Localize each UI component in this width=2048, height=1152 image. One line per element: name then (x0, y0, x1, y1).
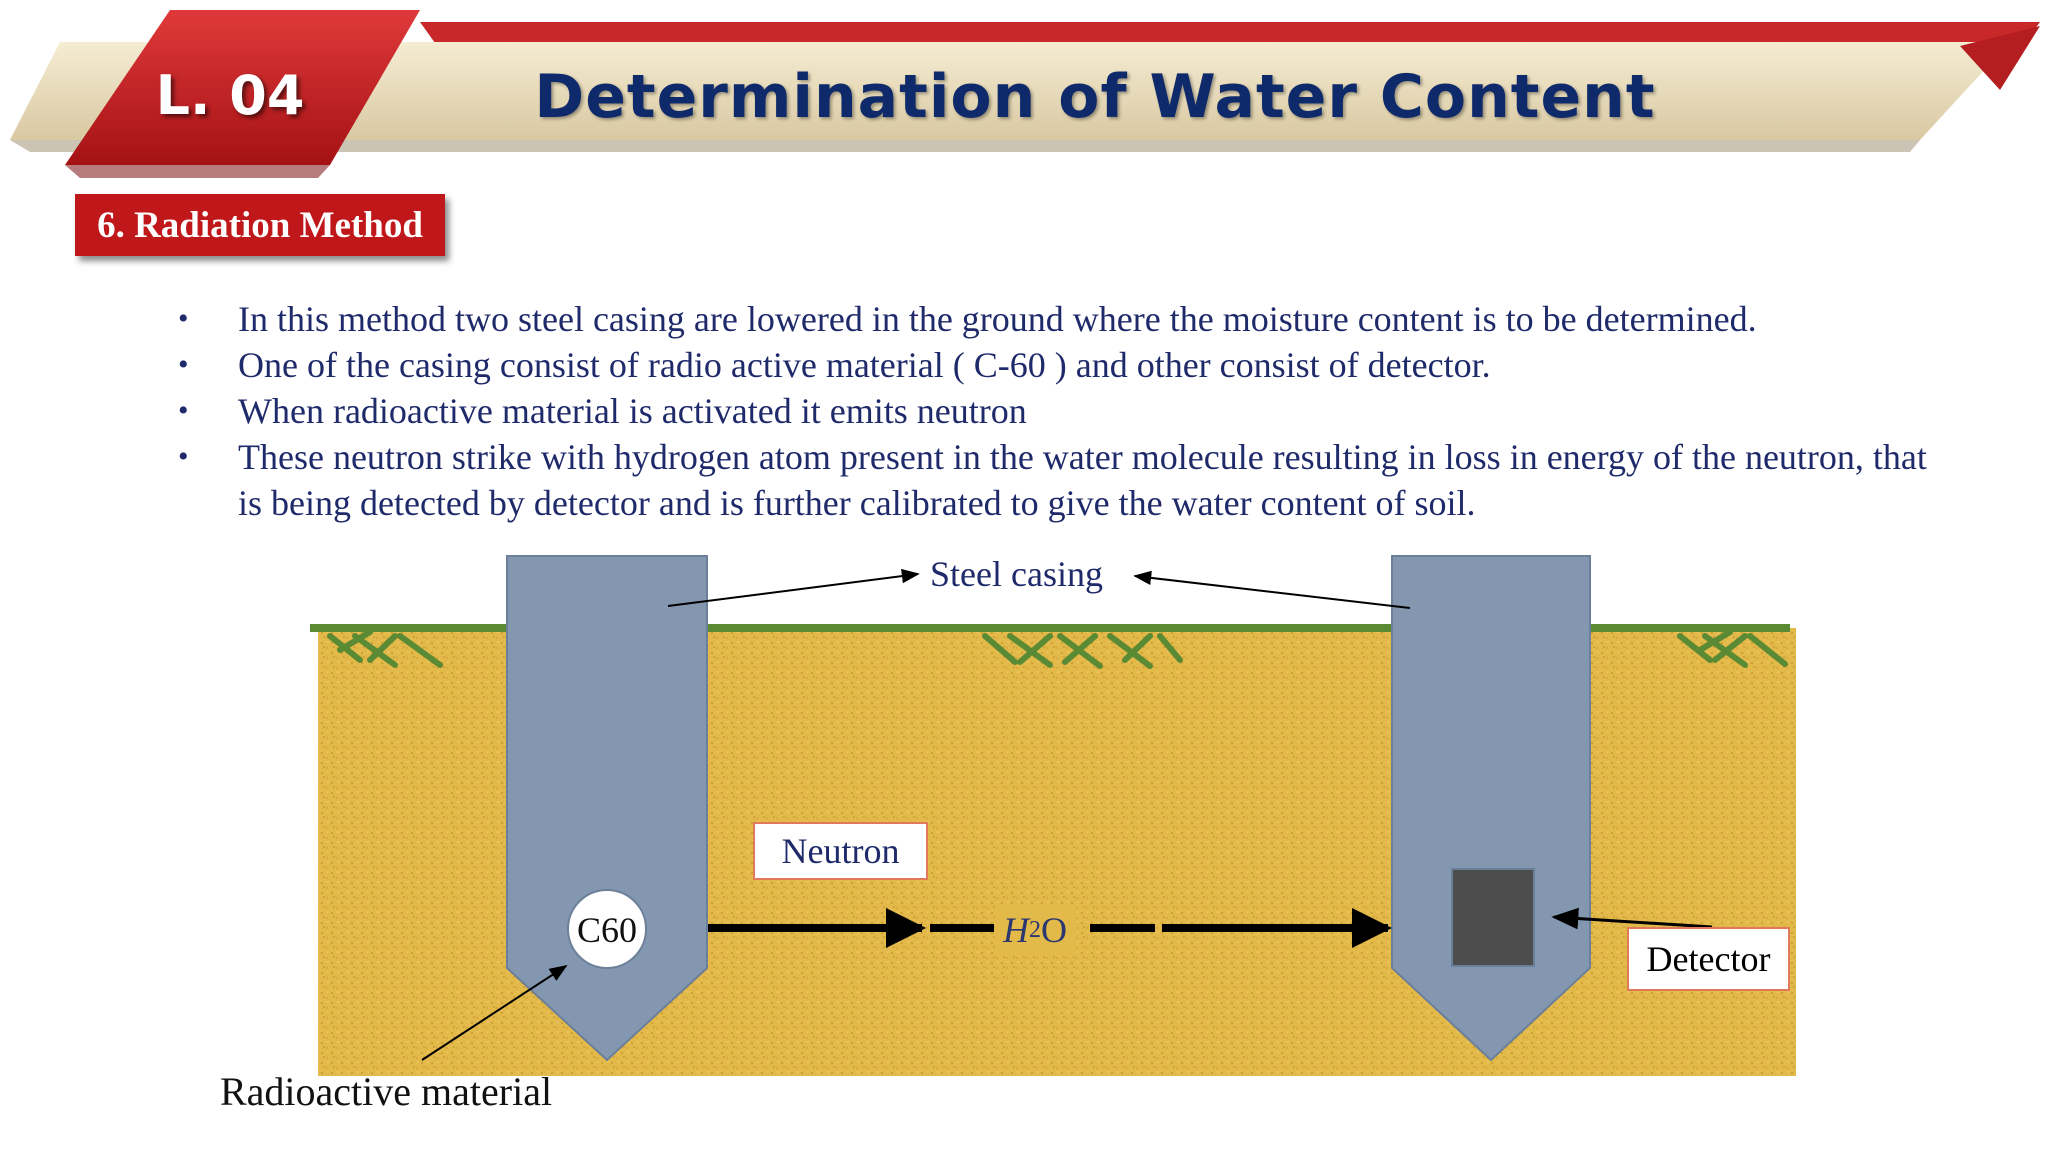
neutron-label: Neutron (753, 822, 928, 880)
bullet-list: • In this method two steel casing are low… (170, 296, 1930, 526)
water-label-sub: 2 (1029, 916, 1041, 943)
banner-cream-ribbon (10, 42, 2010, 140)
grass-tufts (327, 629, 1788, 669)
bullet-text: In this method two steel casing are lowe… (238, 299, 1757, 339)
section-heading: 6. Radiation Method (75, 194, 445, 256)
bullet-text: One of the casing consist of radio activ… (238, 345, 1491, 385)
list-item: • These neutron strike with hydrogen atom… (170, 434, 1930, 526)
list-item: • One of the casing consist of radio acti… (170, 342, 1930, 388)
radioactive-material-label: Radioactive material (220, 1069, 553, 1114)
bullet-marker: • (178, 440, 189, 473)
page-title: Determination of Water Content (534, 62, 1656, 132)
radioactive-pointer (421, 965, 568, 1061)
steel-casing-pointer-left (667, 568, 920, 607)
water-label-base: H (1003, 910, 1029, 950)
left-steel-casing (506, 555, 708, 1062)
water-label-end: O (1041, 910, 1067, 950)
bullet-marker: • (178, 348, 189, 381)
right-steel-casing (1391, 555, 1591, 1062)
list-item: • When radioactive material is activated … (170, 388, 1930, 434)
detector-label: Detector (1627, 927, 1790, 991)
c60-label: C60 (576, 910, 637, 950)
ground-line (310, 624, 1790, 632)
bullet-marker: • (178, 394, 189, 427)
lesson-code: L. 04 (155, 63, 305, 127)
steel-casing-label: Steel casing (930, 554, 1103, 594)
c60-source (567, 889, 647, 969)
lesson-tab (65, 10, 420, 165)
detector-box (1451, 868, 1535, 967)
list-item: • In this method two steel casing are low… (170, 296, 1930, 342)
bullet-marker: • (178, 302, 189, 335)
bullet-text: When radioactive material is activated i… (238, 391, 1027, 431)
header-banner (10, 10, 2040, 178)
bullet-text: These neutron strike with hydrogen atom … (238, 437, 1927, 523)
detector-pointer (1551, 907, 1713, 930)
steel-casing-pointer-right (1133, 570, 1411, 609)
